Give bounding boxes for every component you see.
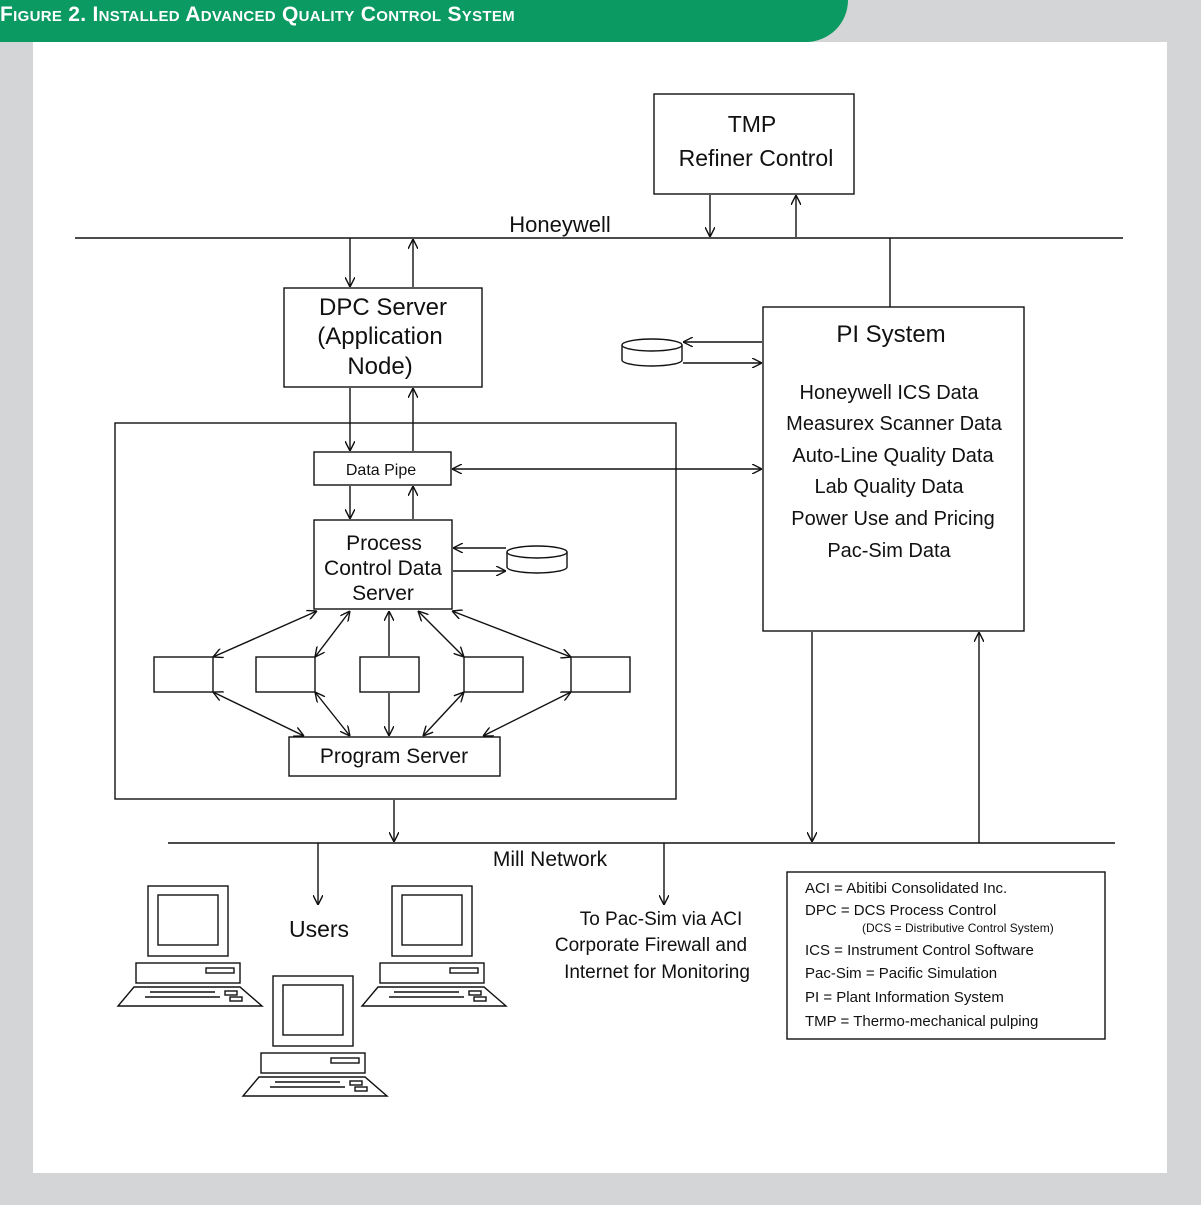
process-database-icon bbox=[506, 545, 568, 574]
figure-title-tab: Figure 2. Installed Advanced Quality Con… bbox=[0, 0, 848, 42]
legend-entry: DPC = DCS Process Control bbox=[805, 902, 996, 919]
figure-title: Figure 2. Installed Advanced Quality Con… bbox=[0, 3, 515, 26]
pi-data-item: Honeywell ICS Data bbox=[800, 382, 980, 404]
program-server-label: Program Server bbox=[320, 745, 468, 768]
dpc-server-label: (Application bbox=[317, 323, 442, 350]
pi-data-item: Pac-Sim Data bbox=[827, 540, 951, 562]
legend-entry: ICS = Instrument Control Software bbox=[805, 942, 1034, 959]
tmp-box bbox=[653, 93, 855, 195]
legend-entry: PI = Plant Information System bbox=[805, 989, 1004, 1006]
external-note-line: Internet for Monitoring bbox=[564, 962, 750, 983]
process-control-label: Control Data bbox=[324, 557, 442, 580]
pi-system-box bbox=[762, 306, 1025, 632]
computer-icon bbox=[241, 975, 389, 1097]
pi-data-item: Auto-Line Quality Data bbox=[792, 445, 994, 467]
legend-box bbox=[786, 871, 1106, 1040]
process-control-label: Server bbox=[352, 582, 414, 605]
module-box bbox=[153, 656, 214, 693]
external-note-line: To Pac-Sim via ACI bbox=[580, 909, 743, 930]
computer-icon bbox=[116, 885, 264, 1007]
mill-network-label: Mill Network bbox=[493, 848, 608, 871]
tmp-label: Refiner Control bbox=[679, 145, 834, 171]
data-pipe-box bbox=[313, 451, 452, 486]
dpc-system-enclosure bbox=[114, 422, 677, 800]
honeywell-bus-label: Honeywell bbox=[509, 212, 611, 237]
data-pipe-label: Data Pipe bbox=[346, 462, 416, 479]
computer-icon bbox=[360, 885, 508, 1007]
pi-data-item: Measurex Scanner Data bbox=[786, 413, 1003, 435]
module-box bbox=[359, 656, 420, 693]
legend-entry: Pac-Sim = Pacific Simulation bbox=[805, 965, 997, 982]
legend-entry: ACI = Abitibi Consolidated Inc. bbox=[805, 880, 1007, 897]
tmp-label: TMP bbox=[728, 111, 777, 137]
pi-system-label: PI System bbox=[836, 321, 945, 348]
module-box bbox=[463, 656, 524, 693]
pi-database-icon bbox=[621, 338, 683, 367]
external-note-line: Corporate Firewall and bbox=[555, 935, 747, 956]
diagram-panel bbox=[33, 42, 1167, 1173]
dpc-server-box bbox=[283, 287, 483, 388]
legend-entry-note: (DCS = Distributive Control System) bbox=[862, 921, 1054, 935]
module-box bbox=[255, 656, 316, 693]
program-server-box bbox=[288, 736, 501, 777]
dpc-server-label: DPC Server bbox=[319, 294, 447, 321]
pi-data-item: Lab Quality Data bbox=[815, 476, 965, 498]
process-control-label: Process bbox=[346, 532, 422, 555]
dpc-server-label: Node) bbox=[347, 353, 412, 380]
pi-data-item: Power Use and Pricing bbox=[791, 508, 994, 530]
users-label: Users bbox=[289, 916, 349, 942]
legend-entry: TMP = Thermo-mechanical pulping bbox=[805, 1013, 1038, 1030]
process-control-box bbox=[313, 519, 453, 610]
module-box bbox=[570, 656, 631, 693]
